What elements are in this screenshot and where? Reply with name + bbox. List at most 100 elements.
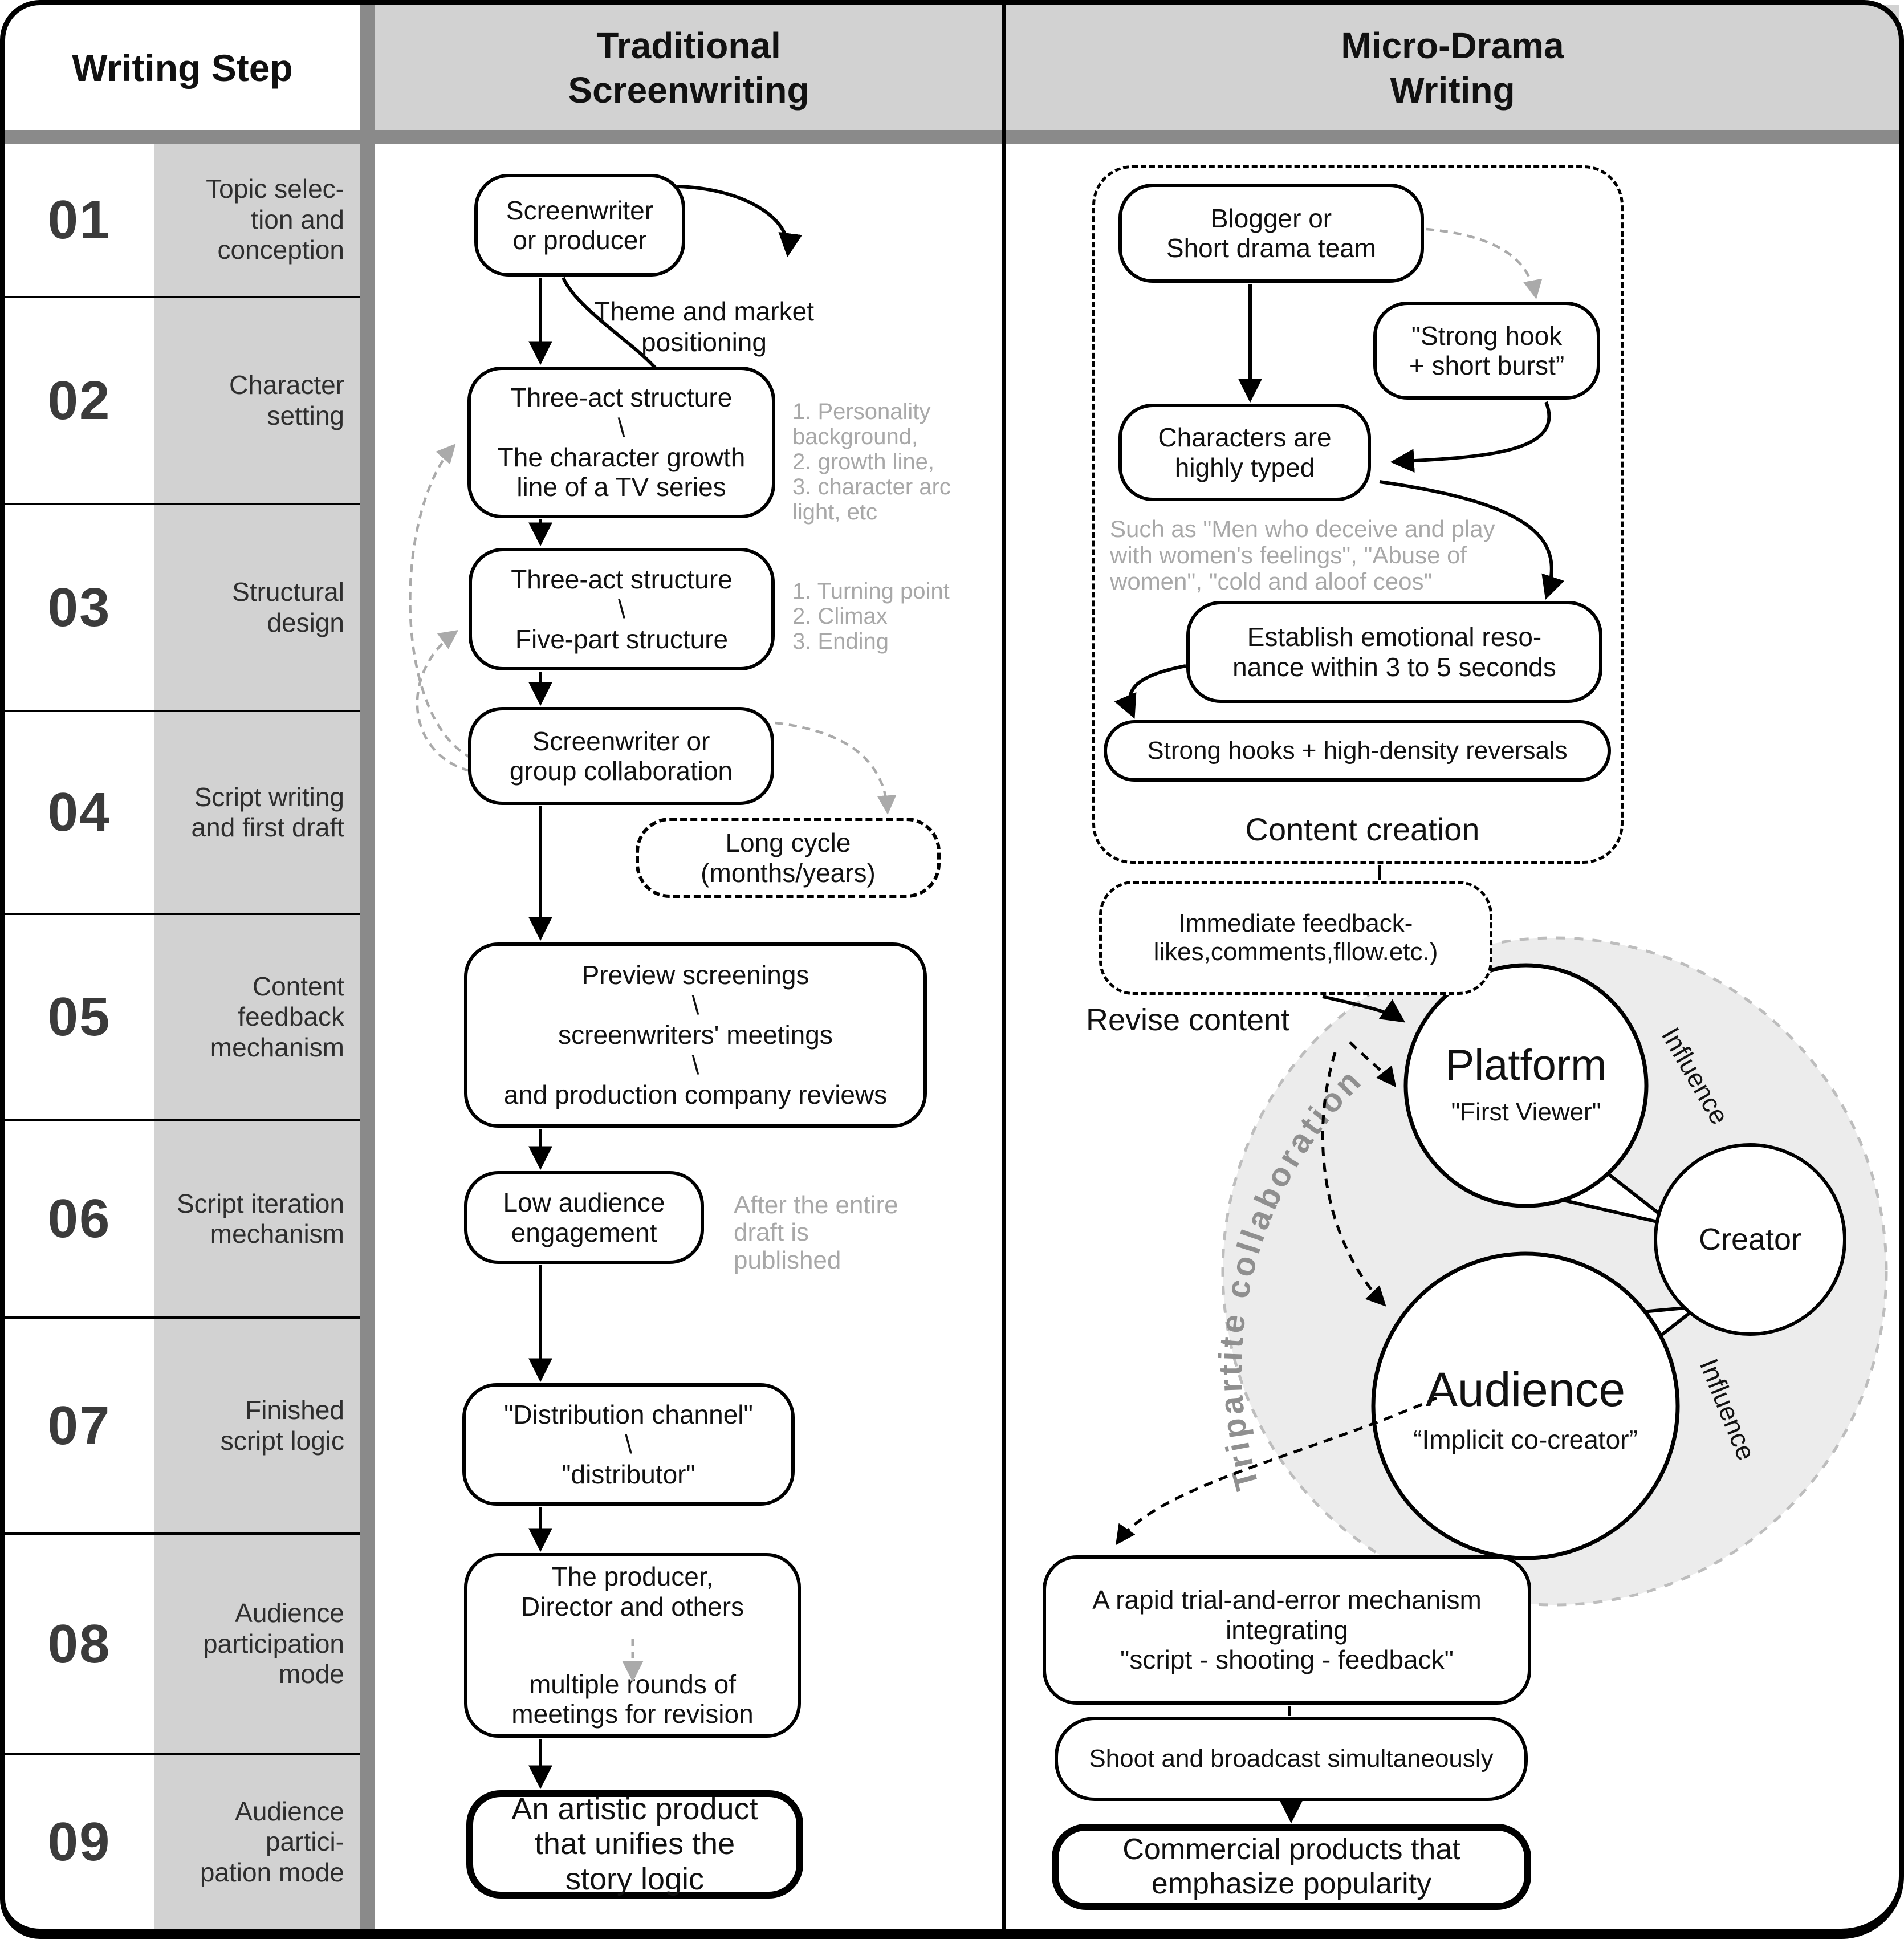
node-text: Three-act structure \ The character grow… xyxy=(497,383,746,502)
node-text: The producer, Director and others xyxy=(520,1562,744,1621)
container-content-creation xyxy=(1092,165,1624,864)
node-text: Low audience engagement xyxy=(503,1188,665,1247)
step-label-04: Script writing and first draft xyxy=(154,712,344,913)
step-row-01: 01 xyxy=(5,144,154,296)
node-characters-typed: Characters are highly typed xyxy=(1118,404,1371,501)
node-text: Screenwriter or producer xyxy=(506,195,654,255)
step-label-text: Finished script logic xyxy=(220,1395,344,1456)
step-label-03: Structural design xyxy=(154,505,344,710)
node-text: A rapid trial-and-error mechanism integr… xyxy=(1092,1585,1482,1675)
step-row-06: 06 xyxy=(5,1121,154,1316)
label-content-creation: Content creation xyxy=(1191,810,1533,849)
note-character-setting: 1. Personality background, 2. growth lin… xyxy=(792,399,981,525)
audience-label-group: Audience “Implicit co-creator” xyxy=(1389,1328,1662,1488)
row-line-6 xyxy=(5,1316,360,1319)
tripartite-text: Tripartite collaboration xyxy=(1212,1060,1366,1494)
step-row-05: 05 xyxy=(5,915,154,1119)
step-label-text: Audience partici- pation mode xyxy=(200,1796,344,1887)
step-label-text: Topic selec- tion and conception xyxy=(206,174,344,265)
label-revise-content: Revise content xyxy=(1086,1002,1325,1039)
step-row-02: 02 xyxy=(5,298,154,503)
header-cell-traditional xyxy=(375,5,1002,131)
arrow-theme-curve xyxy=(677,185,803,258)
node-text: Establish emotional reso- nance within 3… xyxy=(1232,622,1556,682)
node-text: Strong hooks + high-density reversals xyxy=(1147,736,1568,765)
step-number: 07 xyxy=(47,1395,111,1456)
step-label-band xyxy=(154,144,360,1929)
node-long-cycle: Long cycle (months/years) xyxy=(636,818,941,898)
node-text: Characters are highly typed xyxy=(1158,422,1332,482)
step-number: 08 xyxy=(47,1613,111,1674)
step-label-08: Audience participation mode xyxy=(154,1535,344,1753)
note-text: 1. Turning point 2. Climax 3. Ending xyxy=(792,579,950,654)
note-text: Such as "Men who deceive and play with w… xyxy=(1110,515,1495,595)
step-label-02: Character setting xyxy=(154,298,344,503)
node-text: An artistic product that unifies the sto… xyxy=(511,1791,758,1896)
step-label-05: Content feedback mechanism xyxy=(154,915,344,1119)
node-screenwriter-producer: Screenwriter or producer xyxy=(474,174,685,277)
step-label-text: Script iteration mechanism xyxy=(176,1188,344,1249)
platform-tail xyxy=(1547,1158,1676,1227)
step-row-03: 03 xyxy=(5,505,154,710)
node-preview-screenings: Preview screenings \ screenwriters' meet… xyxy=(464,942,927,1128)
label-text: Revise content xyxy=(1086,1003,1290,1037)
node-text: "Strong hook + short burst” xyxy=(1409,320,1565,380)
row-line-1 xyxy=(5,296,360,298)
node-low-engagement: Low audience engagement xyxy=(464,1171,704,1264)
platform-title: Platform xyxy=(1445,1040,1607,1090)
node-commercial-products: Commercial products that emphasize popul… xyxy=(1052,1824,1531,1910)
node-producer-director: The producer, Director and others multip… xyxy=(464,1553,801,1738)
node-hooks-reversals: Strong hooks + high-density reversals xyxy=(1104,720,1611,782)
header-title-writing-step: Writing Step xyxy=(5,5,360,131)
arrow-dashed-audience xyxy=(1321,1052,1386,1307)
node-rapid-trial: A rapid trial-and-error mechanism integr… xyxy=(1043,1555,1531,1705)
step-row-04: 04 xyxy=(5,712,154,913)
audience-title: Audience xyxy=(1425,1362,1626,1416)
step-number: 02 xyxy=(47,369,111,431)
row-line-4 xyxy=(5,913,360,915)
divider-header-band xyxy=(5,130,1899,144)
node-text: Three-act structure \ Five-part structur… xyxy=(511,564,733,654)
arrow-feedback-loop-inner xyxy=(416,630,470,773)
node-three-act-growth: Three-act structure \ The character grow… xyxy=(467,367,775,518)
step-number: 06 xyxy=(47,1188,111,1249)
note-structural-design: 1. Turning point 2. Climax 3. Ending xyxy=(792,579,981,654)
header-title-micro: Micro-Drama Writing xyxy=(1006,5,1899,131)
row-line-7 xyxy=(5,1532,360,1535)
note-after-draft: After the entire draft is published xyxy=(734,1191,922,1274)
note-text: After the entire draft is published xyxy=(734,1191,898,1274)
node-text: "Distribution channel" \ "distributor" xyxy=(504,1399,753,1489)
step-label-06: Script iteration mechanism xyxy=(154,1121,344,1316)
node-text: Shoot and broadcast simultaneously xyxy=(1089,1744,1494,1773)
step-row-08: 08 xyxy=(5,1535,154,1753)
node-immediate-feedback: Immediate feedback- likes,comments,fllow… xyxy=(1099,881,1492,995)
step-number: 03 xyxy=(47,576,111,638)
writing-step-text: Writing Step xyxy=(72,46,293,89)
node-text: Long cycle (months/years) xyxy=(701,828,876,888)
header-cell-writing-step xyxy=(5,5,360,131)
step-label-text: Content feedback mechanism xyxy=(210,971,344,1062)
arrow-revise-platform xyxy=(1322,995,1406,1023)
node-text: Blogger or Short drama team xyxy=(1166,203,1377,263)
node-text: Screenwriter or group collaboration xyxy=(509,726,733,786)
platform-label-group: Platform "First Viewer" xyxy=(1406,1003,1646,1163)
divider-columns-line xyxy=(1002,5,1006,1933)
note-text: 1. Personality background, 2. growth lin… xyxy=(792,399,951,525)
node-text: multiple rounds of meetings for revision xyxy=(511,1669,754,1729)
node-three-act-five: Three-act structure \ Five-part structur… xyxy=(469,548,775,670)
node-text: Commercial products that emphasize popul… xyxy=(1122,1833,1460,1900)
header-title-traditional: Traditional Screenwriting xyxy=(375,5,1002,131)
label-theme-market: Theme and market positioning xyxy=(570,295,838,358)
influence-label-bottom: Influence xyxy=(1694,1355,1761,1465)
creator-title: Creator xyxy=(1698,1222,1802,1257)
step-label-text: Structural design xyxy=(232,577,344,637)
arrow-feedback-loop-outer xyxy=(409,444,473,760)
header-cell-micro xyxy=(1006,5,1899,131)
platform-subtitle: "First Viewer" xyxy=(1451,1097,1601,1126)
node-text: Preview screenings \ screenwriters' meet… xyxy=(503,960,888,1110)
step-label-text: Character setting xyxy=(229,370,344,430)
step-row-07: 07 xyxy=(5,1319,154,1532)
traditional-title-text: Traditional Screenwriting xyxy=(568,25,809,111)
node-text: Immediate feedback- likes,comments,fllow… xyxy=(1153,909,1438,966)
